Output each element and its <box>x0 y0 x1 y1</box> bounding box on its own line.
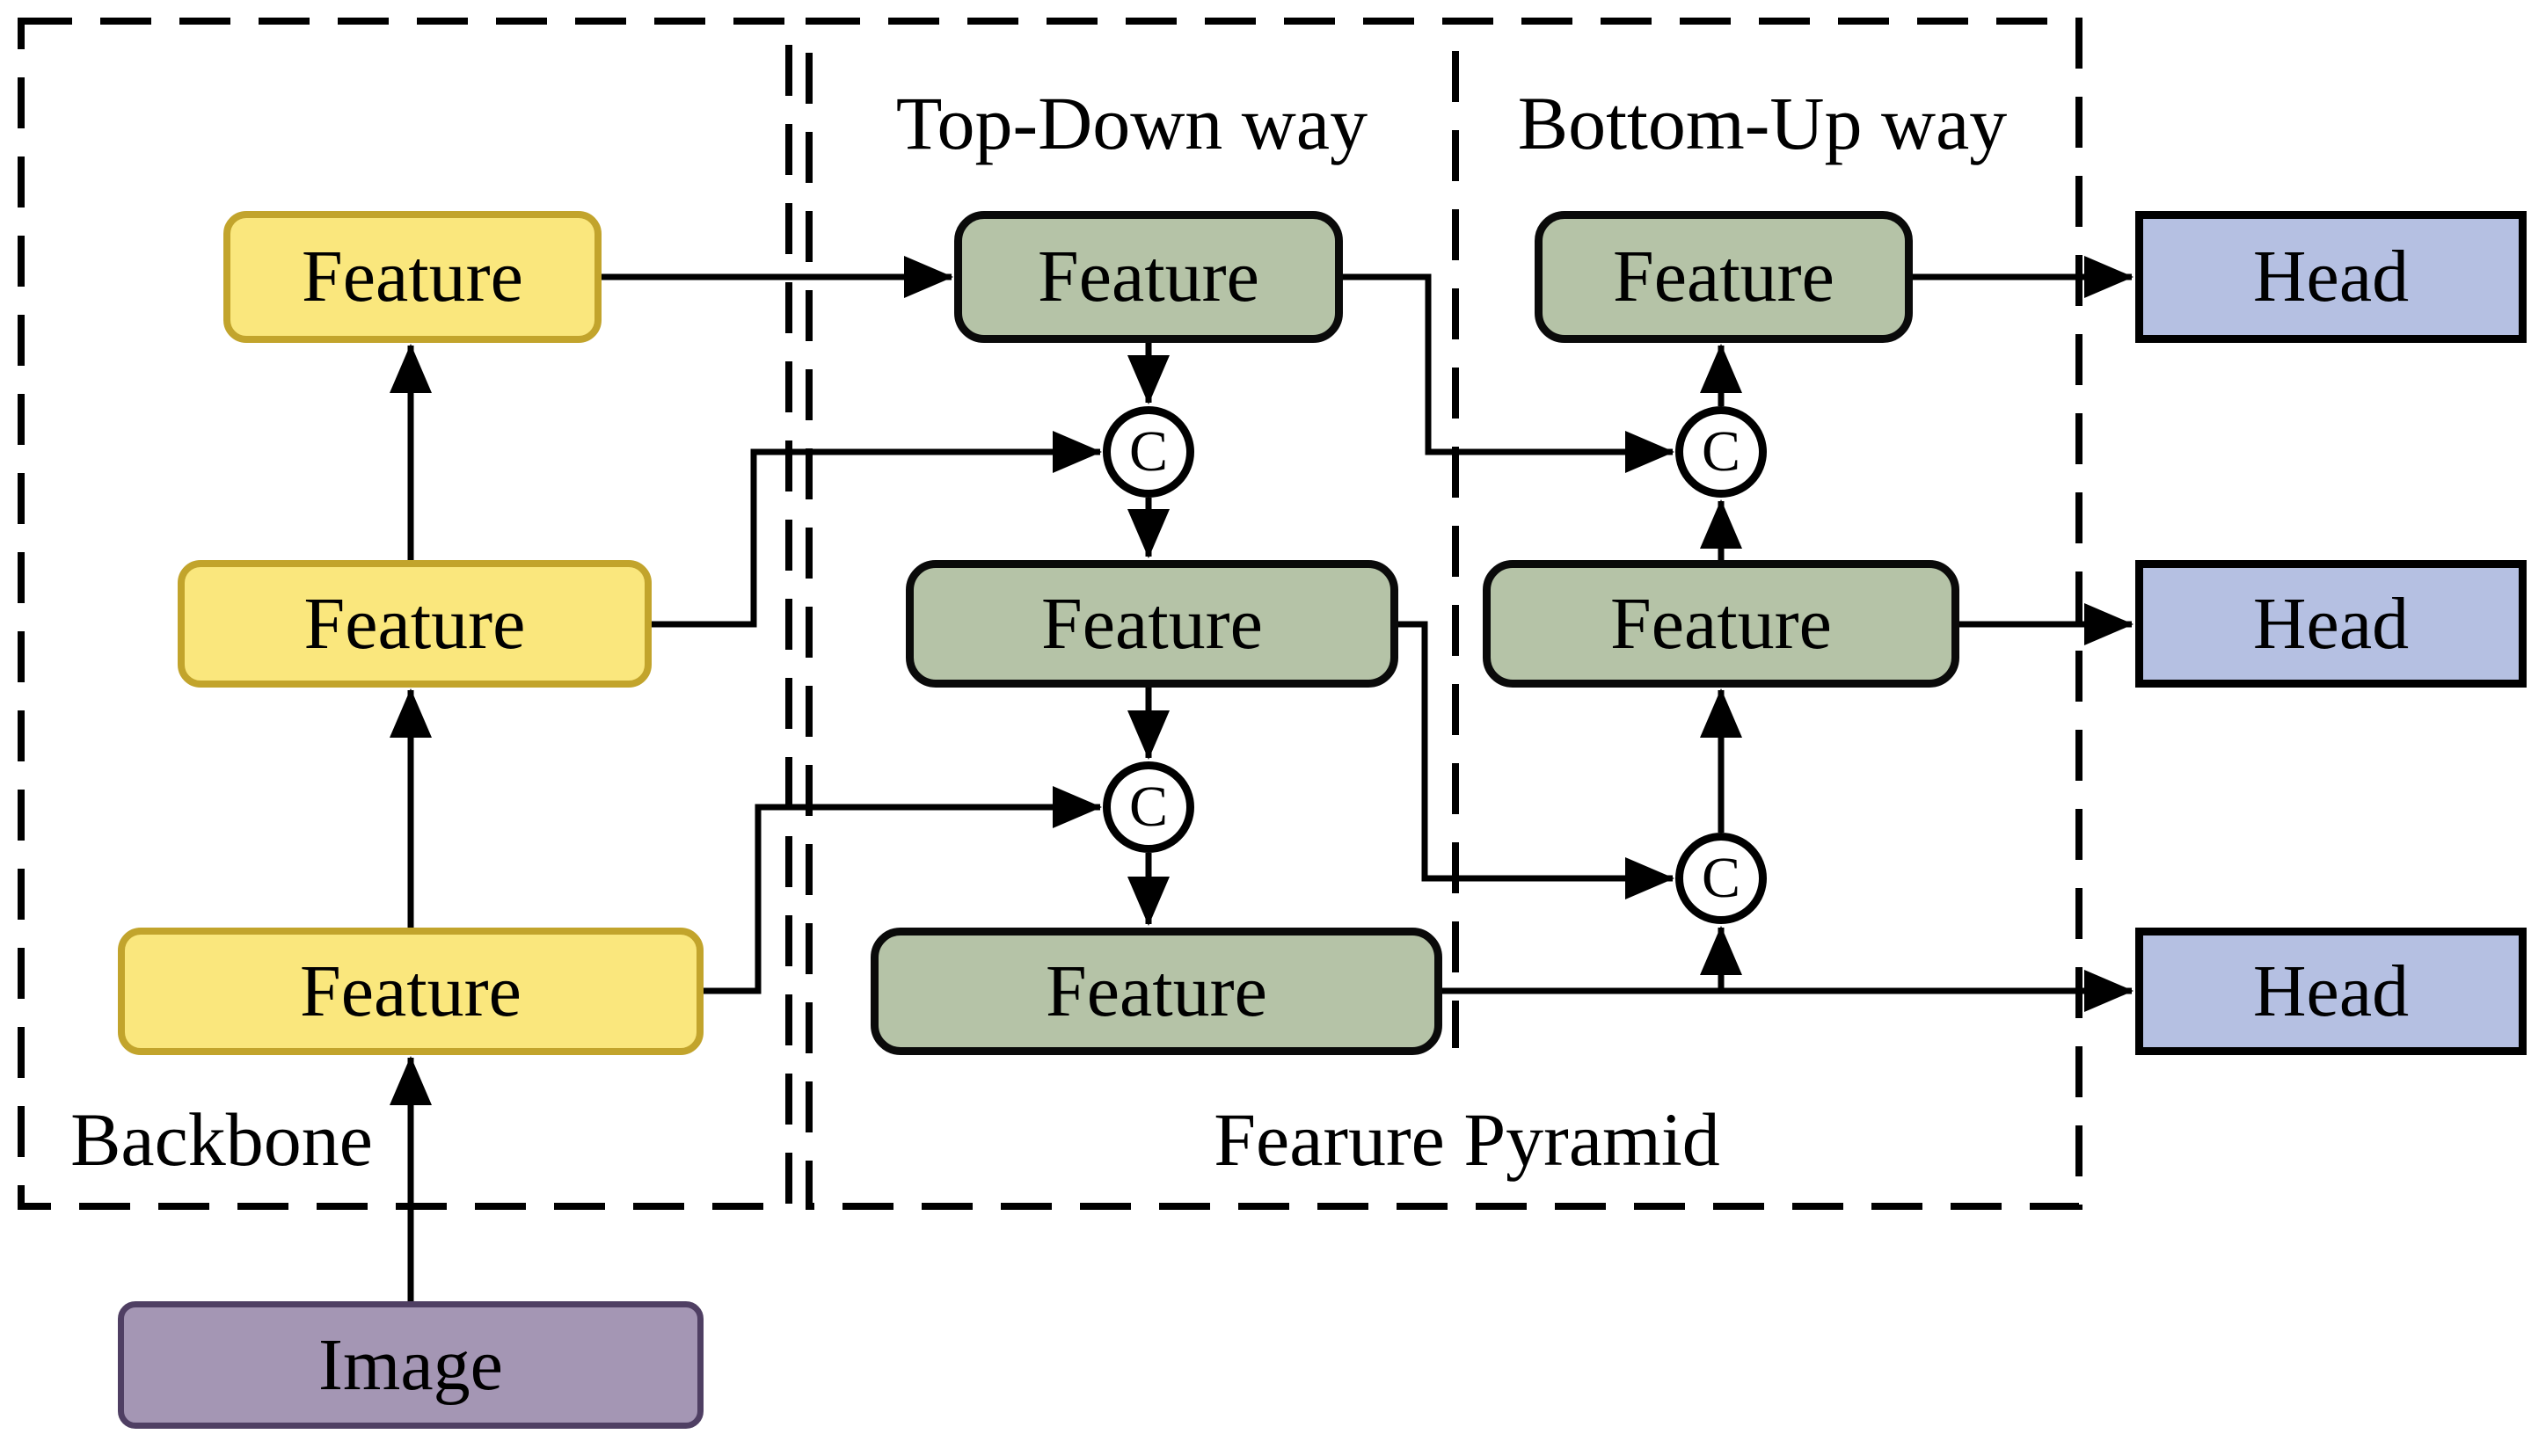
image-node: Image <box>118 1301 704 1429</box>
topdown-feature-1: Feature <box>954 211 1343 343</box>
topdown-concat-1: C <box>1103 406 1194 498</box>
head-3: Head <box>2135 928 2527 1055</box>
backbone-feature-1: Feature <box>223 211 602 343</box>
arrow-backbone-feature2-to-topdown-concat1 <box>652 431 1102 628</box>
feature-pyramid-section-label: Fearure Pyramid <box>1214 1097 1720 1182</box>
bottomup-concat-2: C <box>1675 833 1767 924</box>
topdown-feature-3: Feature <box>871 928 1442 1055</box>
arrow-topdown-feature2-to-bottomup-concat2 <box>1398 621 1674 899</box>
bottomup-feature-1: Feature <box>1535 211 1913 343</box>
head-1: Head <box>2135 211 2527 343</box>
topdown-concat-2: C <box>1103 761 1194 853</box>
backbone-feature-2: Feature <box>178 560 652 688</box>
backbone-feature-3: Feature <box>118 928 704 1055</box>
topdown-feature-2: Feature <box>906 560 1398 688</box>
feature-pyramid-boundary <box>806 18 2082 1210</box>
head-2: Head <box>2135 560 2527 688</box>
backbone-section-label: Backbone <box>70 1097 373 1182</box>
bottomup-feature-2: Feature <box>1483 560 1959 688</box>
bottomup-concat-1: C <box>1675 406 1767 498</box>
backbone-boundary <box>18 18 792 1210</box>
topdown-section-label: Top-Down way <box>895 81 1368 165</box>
arrow-topdown-feature1-to-bottomup-concat1 <box>1343 273 1674 473</box>
arrow-backbone-feature3-to-topdown-concat2 <box>704 786 1102 994</box>
bottomup-section-label: Bottom-Up way <box>1517 81 2008 165</box>
